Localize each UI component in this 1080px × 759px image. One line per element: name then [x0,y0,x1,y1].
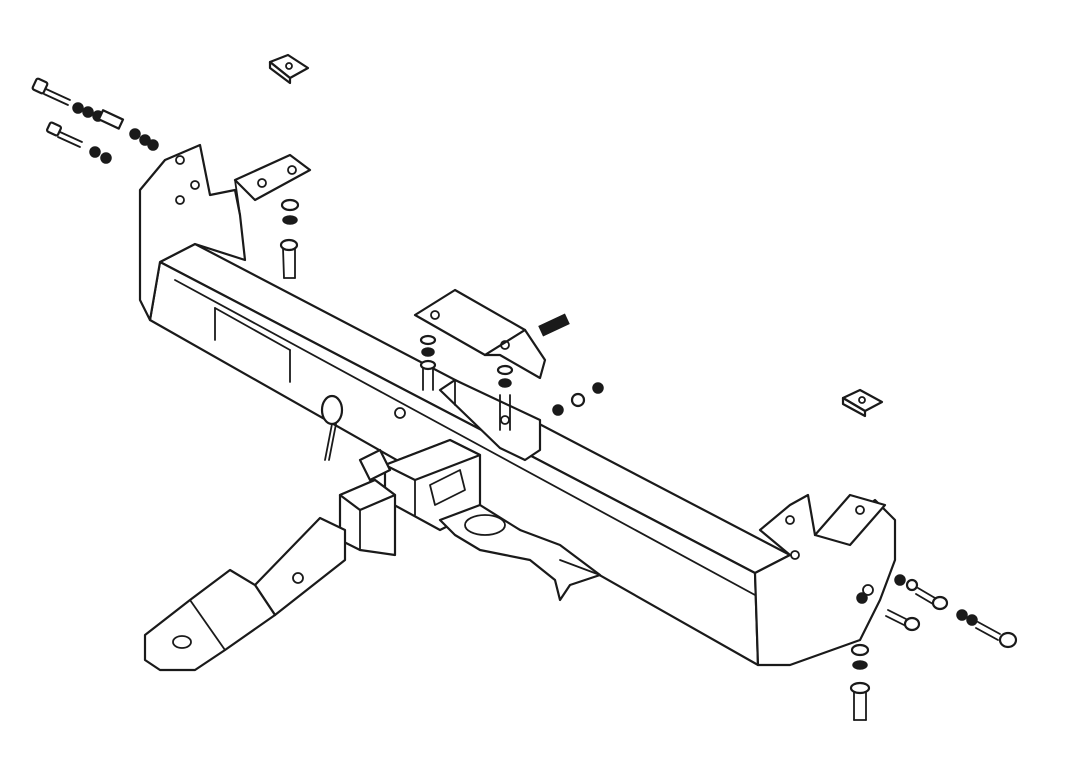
hitch-pin [320,394,344,461]
bolt-hardware-left [31,77,159,164]
left-mounting-bracket [138,143,312,322]
safety-chain-bracket [438,503,602,602]
bolt-hardware-left-vertical [279,198,300,279]
bolt-hardware-right [856,574,1018,649]
bolt-hardware-right-vertical [849,643,871,721]
center-strap-plate [413,288,547,380]
square-nut-plates [268,53,884,418]
center-clamp [438,378,542,462]
drawbar [253,478,397,617]
bolt-hardware-center [419,313,604,431]
ball-mount [143,568,304,672]
right-mounting-bracket [753,493,897,667]
